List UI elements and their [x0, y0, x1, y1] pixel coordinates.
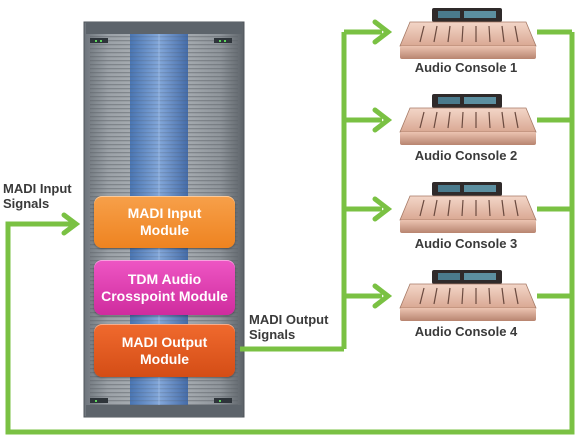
- madi-output-module-line1: MADI Output: [121, 333, 208, 350]
- madi-output-signals-label: MADI Output Signals: [249, 312, 328, 342]
- input-label-line2: Signals: [3, 196, 50, 211]
- madi-input-module-line1: MADI Input: [127, 205, 202, 221]
- madi-output-module-line2: Module: [140, 350, 189, 367]
- audio-console-2-image: [399, 94, 537, 145]
- madi-input-module-line2: Module: [140, 222, 189, 238]
- audio-console-3-image: [399, 182, 537, 233]
- tdm-crosspoint-module: TDM Audio Crosspoint Module: [94, 260, 235, 315]
- madi-input-signals-label: MADI Input Signals: [3, 181, 72, 211]
- audio-console-1-label: Audio Console 1: [414, 60, 518, 75]
- madi-input-module: MADI Input Module: [94, 196, 235, 248]
- audio-console-1-image: [399, 8, 537, 59]
- audio-console-4-image: [399, 270, 537, 321]
- input-signal-line: [5, 32, 575, 435]
- audio-console-3-label: Audio Console 3: [414, 236, 518, 251]
- madi-output-module: MADI Output Module: [94, 324, 235, 377]
- arrow-console-1: [372, 19, 393, 45]
- audio-console-2-label: Audio Console 2: [414, 148, 518, 163]
- audio-console-4-label: Audio Console 4: [414, 324, 518, 339]
- tdm-module-line2: Crosspoint Module: [101, 287, 228, 304]
- arrow-console-2: [372, 107, 393, 133]
- output-label-line2: Signals: [249, 327, 296, 342]
- input-arrow-tip: [61, 212, 81, 236]
- arrow-console-3: [372, 196, 393, 222]
- input-label-line1: MADI Input: [3, 181, 72, 196]
- tdm-module-line1: TDM Audio: [127, 270, 202, 287]
- signal-lines: [5, 19, 575, 435]
- arrow-console-4: [372, 283, 393, 309]
- output-label-line1: MADI Output: [249, 312, 329, 327]
